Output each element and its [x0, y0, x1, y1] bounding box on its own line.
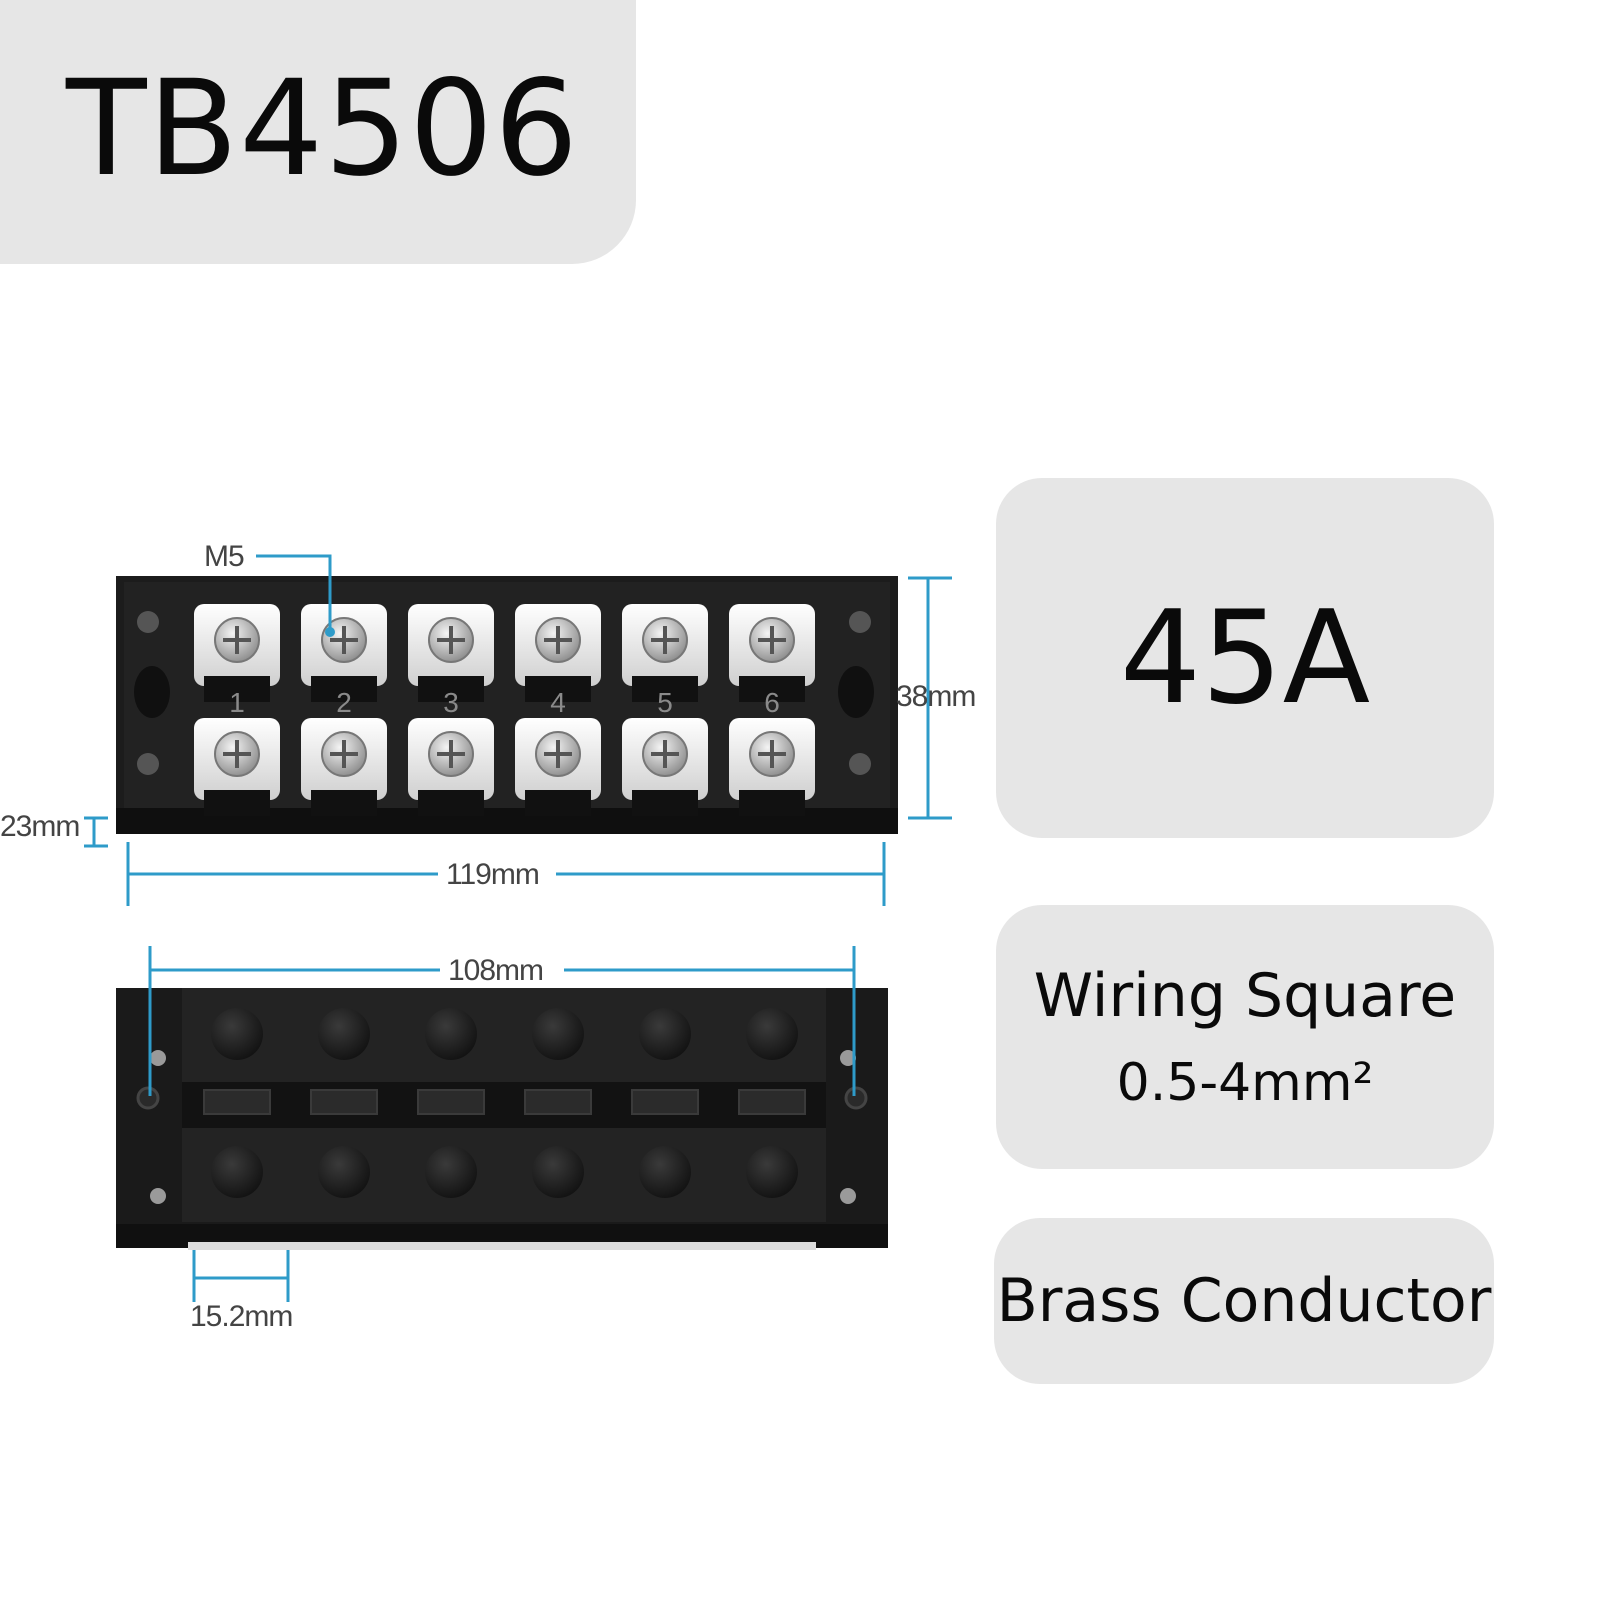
terminal-number: 1 [229, 687, 245, 718]
conductor-card: Brass Conductor [994, 1218, 1494, 1384]
conductor-label: Brass Conductor [996, 1266, 1492, 1336]
terminal-number: 5 [657, 687, 673, 718]
dimension-lines [84, 554, 952, 1302]
mount-screw-icon [849, 611, 871, 633]
base-height-label: 23mm [0, 810, 79, 843]
pitch-label: 15.2mm [190, 1300, 292, 1333]
mounting-hole-icon [136, 1086, 160, 1110]
length-label: 119mm [446, 858, 539, 891]
mount-spacing-label: 108mm [448, 954, 543, 987]
wiring-square-title: Wiring Square [1033, 961, 1457, 1031]
terminal-post [211, 1146, 263, 1198]
terminal-post [639, 1008, 691, 1060]
terminal-number: 6 [764, 687, 780, 718]
terminal-post [211, 1008, 263, 1060]
terminal-post [318, 1146, 370, 1198]
mount-screw-icon [849, 753, 871, 775]
mount-screw-icon [137, 611, 159, 633]
terminal-block-top-view: 1 2 3 4 5 6 [116, 576, 898, 834]
terminal-post [746, 1008, 798, 1060]
model-title: TB4506 [66, 52, 580, 206]
mount-screw-icon [137, 753, 159, 775]
terminal-number: 4 [550, 687, 566, 718]
wiring-square-card: Wiring Square 0.5-4mm² [996, 905, 1494, 1169]
mounting-hole-icon [844, 1086, 868, 1110]
screw-size-label: M5 [204, 540, 244, 573]
terminal-post [639, 1146, 691, 1198]
title-banner: TB4506 [0, 0, 636, 264]
current-rating-card: 45A [996, 478, 1494, 838]
terminal-post [425, 1146, 477, 1198]
terminal-post [746, 1146, 798, 1198]
terminal-post [425, 1008, 477, 1060]
wiring-square-range: 0.5-4mm² [1116, 1053, 1374, 1113]
terminal-number: 3 [443, 687, 459, 718]
height-label: 38mm [896, 680, 975, 713]
current-rating: 45A [1119, 583, 1371, 733]
terminal-post [532, 1008, 584, 1060]
terminal-block-bottom-view [116, 988, 888, 1250]
terminal-number: 2 [336, 687, 352, 718]
terminal-post [532, 1146, 584, 1198]
terminal-post [318, 1008, 370, 1060]
